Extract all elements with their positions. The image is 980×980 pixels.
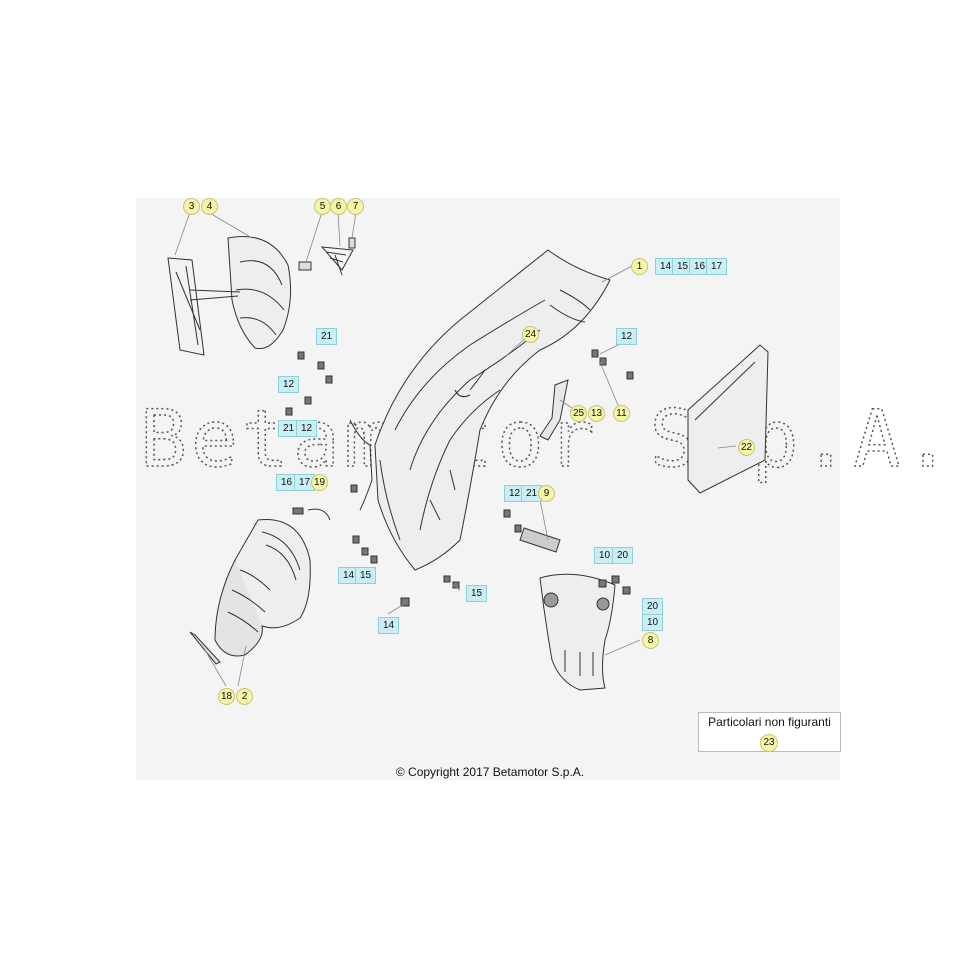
ref-18: 18 (218, 688, 235, 705)
ref-15: 15 (355, 567, 376, 584)
ref-24: 24 (522, 326, 539, 343)
ref-5: 5 (314, 198, 331, 215)
ref-19: 19 (311, 474, 328, 491)
ref-1: 1 (631, 258, 648, 275)
ref-20: 20 (642, 598, 663, 615)
side-panel-part (687, 344, 769, 494)
ref-10: 10 (642, 614, 663, 631)
ref-15: 15 (672, 258, 693, 275)
bracket-part (539, 379, 569, 441)
ref-17: 17 (706, 258, 727, 275)
ref-25: 25 (570, 405, 587, 422)
ref-22: 22 (738, 439, 755, 456)
copyright-text: © Copyright 2017 Betamotor S.p.A. (395, 765, 585, 779)
ref-12: 12 (296, 420, 317, 437)
front-fairing-part (349, 249, 611, 571)
legend-ref-23: 23 (760, 734, 778, 752)
screw-parts (285, 349, 634, 607)
ref-13: 13 (588, 405, 605, 422)
ref-2: 2 (236, 688, 253, 705)
ref-12: 12 (278, 376, 299, 393)
ref-21: 21 (316, 328, 337, 345)
ref-4: 4 (201, 198, 218, 215)
ref-3: 3 (183, 198, 200, 215)
ref-15: 15 (466, 585, 487, 602)
rubber-grommet-part (307, 508, 561, 553)
ref-11: 11 (613, 405, 630, 422)
ref-7: 7 (347, 198, 364, 215)
air-intake-duct-part (189, 519, 311, 665)
ref-12: 12 (616, 328, 637, 345)
headlight-mask-part (167, 236, 292, 356)
legend-box: Particolari non figuranti 23 (698, 712, 841, 752)
leader-lines (174, 211, 737, 687)
legend-title: Particolari non figuranti (708, 715, 831, 729)
ref-20: 20 (612, 547, 633, 564)
ref-8: 8 (642, 632, 659, 649)
ref-6: 6 (330, 198, 347, 215)
ref-9: 9 (538, 485, 555, 502)
ref-14: 14 (378, 617, 399, 634)
watermark-text: Betamotor S.p.A. (140, 395, 955, 485)
exhaust-guard-part (539, 573, 616, 691)
